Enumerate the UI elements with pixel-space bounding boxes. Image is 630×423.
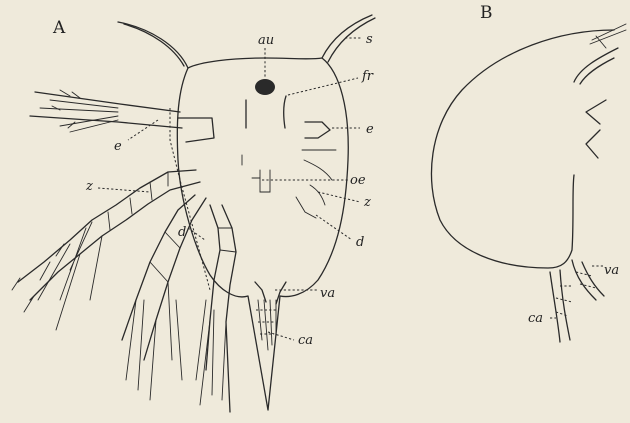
label-e-right: e <box>366 122 374 137</box>
eye-spot <box>255 79 275 95</box>
swimming-appendages <box>12 170 236 412</box>
label-ca-b: ca <box>528 311 543 326</box>
label-z-right: z <box>363 195 371 210</box>
larva-body-b <box>431 24 626 268</box>
label-va-a: va <box>320 286 335 301</box>
label-z-left: z <box>85 179 93 194</box>
label-fr: fr <box>361 69 374 84</box>
larva-body-a <box>118 15 375 410</box>
carapace-outline <box>177 58 348 410</box>
label-d-right: d <box>356 235 364 250</box>
label-d-left: d <box>178 225 186 240</box>
label-oe: oe <box>350 173 366 188</box>
panel-label-b: B <box>480 3 493 23</box>
furca-b <box>550 260 604 342</box>
label-au: au <box>258 33 274 48</box>
left-horn <box>118 22 188 68</box>
label-va-b: va <box>604 263 619 278</box>
label-s: s <box>366 32 373 47</box>
internal-limb-buds <box>242 122 336 218</box>
antennule-left <box>30 90 214 142</box>
furca-a <box>255 282 286 350</box>
panel-label-a: A <box>52 18 66 38</box>
frontal-organ <box>246 96 286 128</box>
label-e-left: e <box>114 139 122 154</box>
label-ca-a: ca <box>298 333 313 348</box>
